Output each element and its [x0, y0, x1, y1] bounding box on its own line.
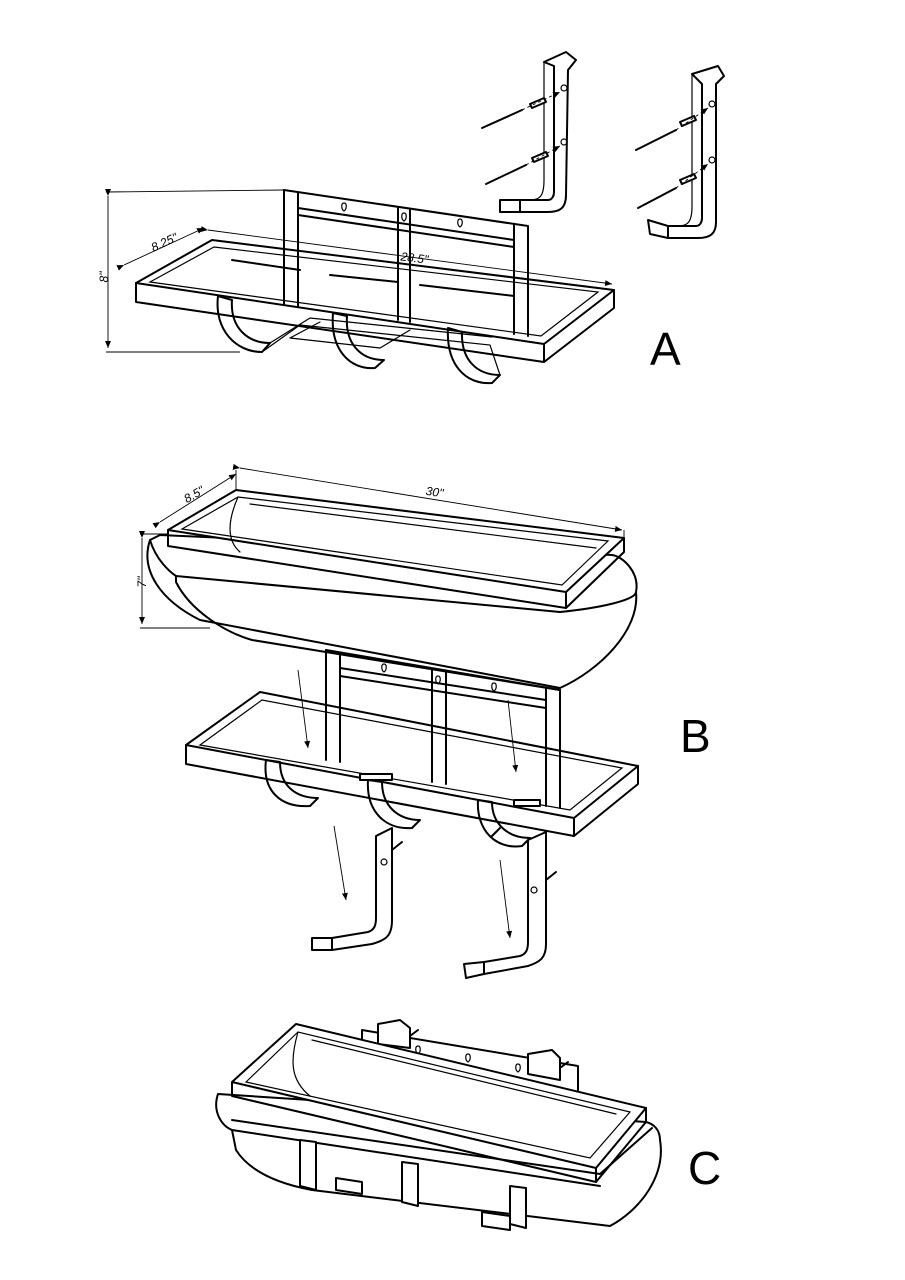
step-a-wall-bracket-right: [647, 65, 725, 239]
step-b-rack: [185, 649, 639, 848]
step-b-dimensions: [139, 463, 625, 629]
step-b-illustration: 7" 8.5" 30": [135, 463, 639, 979]
step-a-depth-label: 8.25": [149, 230, 181, 255]
step-b-height-label: 7": [135, 576, 149, 588]
step-b-depth-label: 8.5": [181, 483, 207, 506]
step-b-arrows: [297, 669, 519, 939]
step-c-back-bracket: [361, 1019, 579, 1093]
step-c-label: C: [688, 1142, 721, 1194]
step-a-height-label: 8": [97, 271, 111, 283]
step-b-length-label: 30": [425, 484, 445, 500]
step-a-rack-hooks: [216, 295, 501, 385]
step-a-illustration: 8" 8.25" 28.5": [97, 51, 725, 385]
step-a-length-label: 28.5": [399, 249, 430, 266]
step-c-illustration: [215, 1019, 662, 1231]
step-b-planter: [146, 489, 638, 691]
step-a-screws: [481, 91, 709, 209]
step-a-tray: [135, 239, 615, 363]
step-a-label: A: [650, 323, 681, 375]
step-b-label: B: [680, 710, 711, 762]
step-b-wall-brackets: [311, 827, 557, 979]
step-c-planter: [215, 1023, 662, 1231]
step-a-dimensions: [105, 189, 613, 353]
step-a-wall-bracket-left: [499, 51, 577, 213]
